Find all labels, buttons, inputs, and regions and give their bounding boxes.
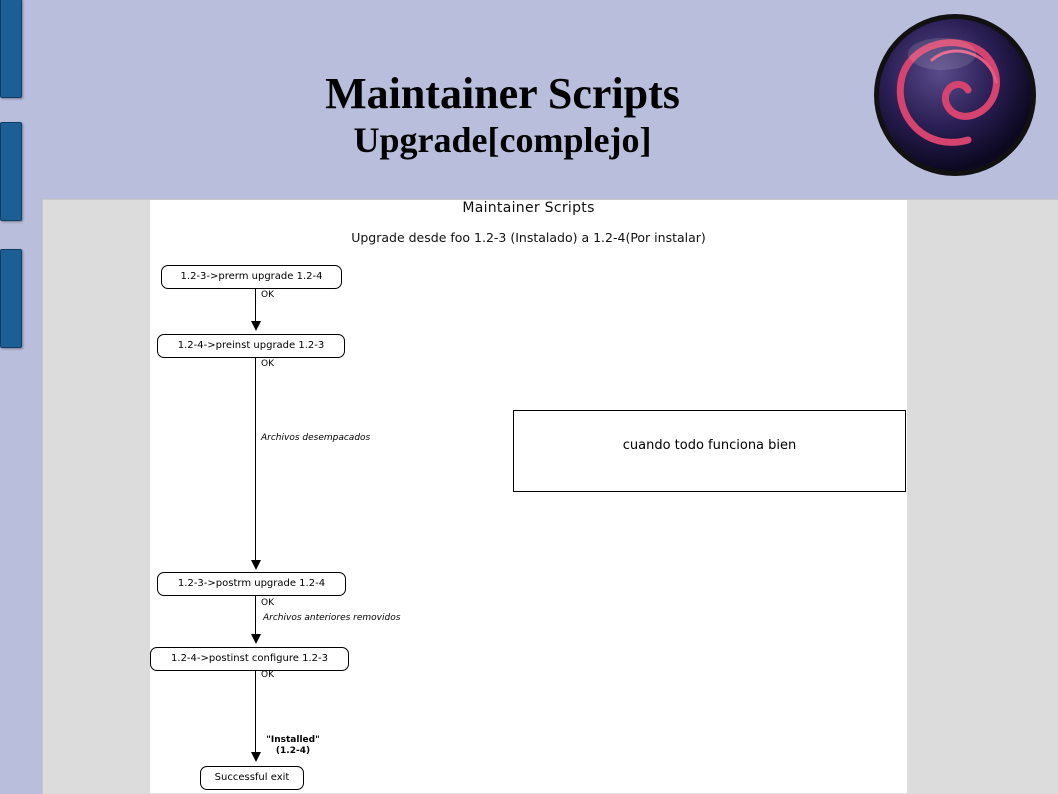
installed-line-2: (1.2-4) <box>275 746 311 756</box>
arrow-head <box>251 634 261 644</box>
node-prerm: 1.2-3->prerm upgrade 1.2-4 <box>161 265 342 289</box>
side-tab-1[interactable] <box>0 0 22 98</box>
diagram-title: Maintainer Scripts <box>462 200 595 216</box>
edge-line <box>255 289 256 321</box>
node-preinst: 1.2-4->preinst upgrade 1.2-3 <box>157 334 345 358</box>
edge-line <box>255 358 256 560</box>
edge-label-ok: OK <box>261 290 274 300</box>
diagram-subtitle: Upgrade desde foo 1.2-3 (Instalado) a 1.… <box>351 230 706 245</box>
node-postrm: 1.2-3->postrm upgrade 1.2-4 <box>157 572 346 596</box>
edge-label-installed: "Installed" (1.2-4) <box>258 735 328 757</box>
node-postinst: 1.2-4->postinst configure 1.2-3 <box>150 647 349 671</box>
edge-label-unpacked: Archivos desempacados <box>261 433 371 443</box>
edge-line <box>255 671 256 752</box>
node-successful-exit: Successful exit <box>200 766 304 790</box>
edge-label-ok: OK <box>261 359 274 369</box>
upgrade-flow-diagram: Maintainer Scripts Upgrade desde foo 1.2… <box>150 200 907 793</box>
side-tab-3[interactable] <box>0 249 22 348</box>
arrow-head <box>251 560 261 570</box>
installed-line-1: "Installed" <box>266 735 320 745</box>
arrow-head <box>251 321 261 331</box>
slide-title-block: Maintainer Scripts Upgrade[complejo] <box>250 68 755 160</box>
arrow-head <box>251 752 261 762</box>
note-box: cuando todo funciona bien <box>513 410 906 492</box>
edge-line <box>255 596 256 634</box>
edge-label-ok: OK <box>261 598 274 608</box>
edge-label-removed: Archivos anteriores removidos <box>263 613 401 623</box>
debian-swirl-icon <box>874 14 1036 176</box>
edge-label-ok: OK <box>261 670 274 680</box>
slide-title: Maintainer Scripts <box>325 69 680 118</box>
side-tab-2[interactable] <box>0 122 22 221</box>
slide-subtitle: Upgrade[complejo] <box>353 120 652 160</box>
